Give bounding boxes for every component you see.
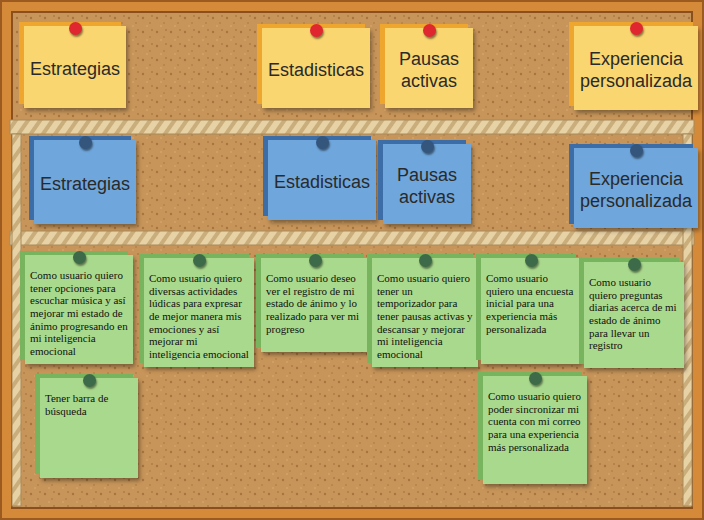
sticky-note: Como usuario deseo ver el registro de mi… [261,258,369,352]
sticky-note: Como usuario quiero tener opciones para … [25,255,133,364]
sticky-note: Pausas activas [383,144,471,224]
push-pin [529,372,542,385]
category-title: Pausas activas [388,165,466,208]
sticky-note: Estadisticas [262,28,370,108]
push-pin [628,258,641,271]
push-pin [423,24,436,37]
category-title: Estrategias [29,59,121,81]
user-story-text: Como usuario quiero poder sincronizar mi… [488,390,582,453]
push-pin [630,144,643,157]
push-pin [309,254,322,267]
push-pin [193,254,206,267]
sticky-note: Pausas activas [385,28,473,108]
category-title: Estadisticas [267,60,365,82]
sticky-note: Como usuario quiero poder sincronizar mi… [483,376,587,484]
push-pin [525,254,538,267]
category-title: Estrategias [39,174,131,196]
sticky-note: Estrategias [24,26,126,108]
push-pin [69,22,82,35]
push-pin [421,140,434,153]
sticky-note: Experiencia personalizada [574,148,698,228]
push-pin [73,251,86,264]
sticky-note: Como usuario quiero tener un temporizado… [372,258,478,367]
category-title: Experiencia personalizada [579,49,693,92]
user-story-text: Como usuario quiero tener un temporizado… [377,272,473,360]
user-story-text: Como usuario quiero preguntas diarias ac… [589,276,679,352]
user-story-text: Como usuario quiero diversas actividades… [149,272,249,360]
sticky-note: Tener barra de búsqueda [40,378,138,478]
sticky-note: Estrategias [34,140,136,224]
push-pin [310,24,323,37]
user-story-text: Como usuario deseo ver el registro de mi… [266,272,364,335]
sticky-note: Estadisticas [268,140,376,220]
category-title: Pausas activas [390,49,468,92]
user-story-text: Como usuario quiero una encuesta inicial… [486,272,576,335]
category-title: Estadisticas [273,172,371,194]
push-pin [83,374,96,387]
user-story-text: Tener barra de búsqueda [45,392,133,417]
sticky-note: Como usuario quiero una encuesta inicial… [481,258,581,364]
sticky-note: Como usuario quiero preguntas diarias ac… [584,262,684,368]
sticky-note: Como usuario quiero diversas actividades… [144,258,254,367]
push-pin [316,136,329,149]
push-pin [79,136,92,149]
user-story-text: Como usuario quiero tener opciones para … [30,269,128,357]
push-pin [419,254,432,267]
push-pin [630,22,643,35]
category-title: Experiencia personalizada [579,169,693,212]
sticky-note: Experiencia personalizada [574,26,698,110]
